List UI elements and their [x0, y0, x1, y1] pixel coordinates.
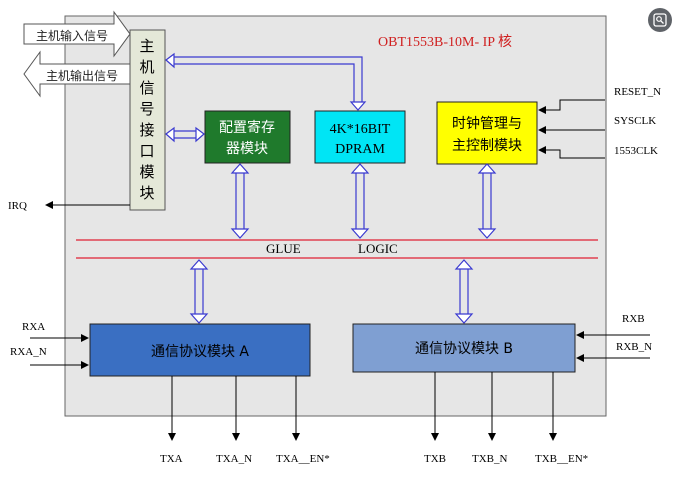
- host-interface-char: 接: [139, 121, 154, 139]
- glue-logic-band: [76, 239, 598, 259]
- txb-label: TXB: [424, 453, 446, 465]
- lens-glyph: [653, 13, 667, 27]
- clock-control-label-2: 主控制模块: [452, 138, 522, 154]
- host-interface-char: 号: [139, 100, 154, 118]
- host-interface-char: 块: [139, 184, 154, 202]
- host-output-label: 主机输出信号: [46, 68, 118, 83]
- sysclk-label: SYSCLK: [614, 115, 656, 127]
- comm-protocol-a-label: 通信协议模块 A: [151, 344, 249, 360]
- glue-bus-arrows: [189, 163, 497, 324]
- config-register-label-1: 配置寄存: [219, 119, 275, 136]
- host-input-label: 主机输入信号: [36, 28, 108, 43]
- reset-n-label: RESET_N: [614, 86, 661, 98]
- comm-protocol-a-block: [89, 323, 311, 377]
- dpram-label-2: DPRAM: [335, 142, 385, 157]
- host-output-arrow-icon: [23, 50, 131, 98]
- core-title: OBT1553B-10M- IP 核: [378, 34, 512, 50]
- host-interface-char: 机: [139, 58, 154, 76]
- config-register-label-2: 器模块: [226, 141, 268, 157]
- rxa-label: RXA: [22, 321, 45, 333]
- irq-label: IRQ: [8, 200, 27, 212]
- logic-label: LOGIC: [358, 241, 398, 256]
- host-interface-char: 口: [139, 142, 154, 160]
- comm-protocol-b-label: 通信协议模块 B: [415, 341, 513, 357]
- host-interface-char: 模: [139, 163, 154, 181]
- host-input-arrow-icon: [23, 10, 131, 58]
- rxb-n-label: RXB_N: [616, 341, 652, 353]
- dpram-label-1: 4K*16BIT: [330, 122, 391, 137]
- txa-n-label: TXA_N: [216, 453, 252, 465]
- txb-n-label: TXB_N: [472, 453, 508, 465]
- right-inputs: RESET_N SYSCLK 1553CLK: [538, 86, 661, 159]
- glue-label: GLUE: [266, 241, 301, 256]
- host-interface-char: 信: [139, 79, 154, 97]
- comm-protocol-b-block: [352, 323, 576, 373]
- txa-en-label: TXA__EN*: [276, 453, 330, 465]
- rxa-n-label: RXA_N: [10, 346, 47, 358]
- host-interface-block: [129, 29, 166, 211]
- image-search-icon[interactable]: [648, 8, 672, 32]
- host-interface-char: 主: [139, 37, 154, 55]
- dpram-block: [314, 110, 406, 164]
- txa-label: TXA: [160, 453, 183, 465]
- txb-en-label: TXB__EN*: [535, 453, 588, 465]
- host-bus: [165, 52, 367, 143]
- clk1553-label: 1553CLK: [614, 145, 658, 157]
- config-register-block: [204, 110, 291, 164]
- clock-control-label-1: 时钟管理与: [452, 115, 522, 132]
- rxb-label: RXB: [622, 313, 645, 325]
- clock-control-block: [436, 101, 538, 165]
